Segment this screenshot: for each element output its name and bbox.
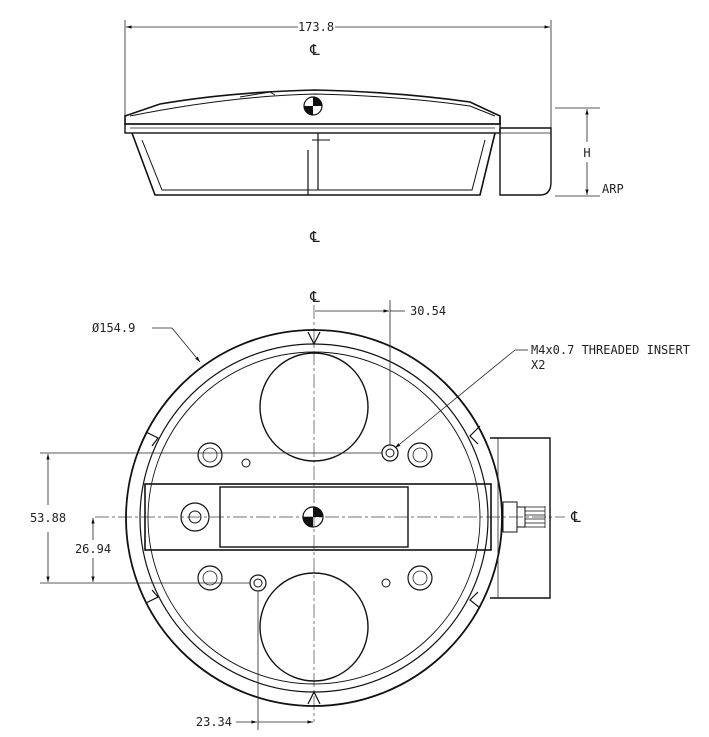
diameter-dim-label: Ø154.9 [92, 321, 135, 335]
connector-block-side [499, 116, 552, 196]
height-inner-dim-label: 26.94 [75, 542, 111, 556]
width-dim-label: 173.8 [298, 20, 334, 34]
centerline-symbol-plan-right: ℄ [570, 508, 581, 526]
mounting-bar [144, 483, 492, 551]
centerline-symbol-bottom: ℄ [309, 228, 320, 246]
threaded-inserts [249, 444, 399, 592]
upper-pad [259, 352, 369, 462]
offset-x-dim-label: 30.54 [410, 304, 446, 318]
housing-body [131, 132, 496, 196]
connector-housing [490, 437, 551, 599]
plan-view: ℄ ℄ [30, 288, 690, 730]
side-view: 173.8 ℄ H ARP ℄ [124, 20, 624, 246]
phase-center-marker-plan [302, 506, 324, 528]
height-outer-dim-label: 53.88 [30, 511, 66, 525]
outer-rim [125, 329, 503, 707]
lower-pad [259, 572, 369, 682]
bottom-offset-dim-label: 23.34 [196, 715, 232, 729]
housing-dome [124, 89, 501, 125]
arp-label: ARP [602, 182, 624, 196]
insert-note-line1: M4x0.7 THREADED INSERT [531, 343, 690, 357]
centerline-symbol-plan-top: ℄ [309, 288, 320, 306]
rim-notches [145, 331, 481, 705]
mounting-bosses [197, 442, 433, 591]
centerline-symbol-top: ℄ [309, 41, 320, 59]
height-dim-label: H [583, 146, 590, 160]
phase-center-marker-side [303, 96, 323, 116]
insert-note-line2: X2 [531, 358, 545, 372]
